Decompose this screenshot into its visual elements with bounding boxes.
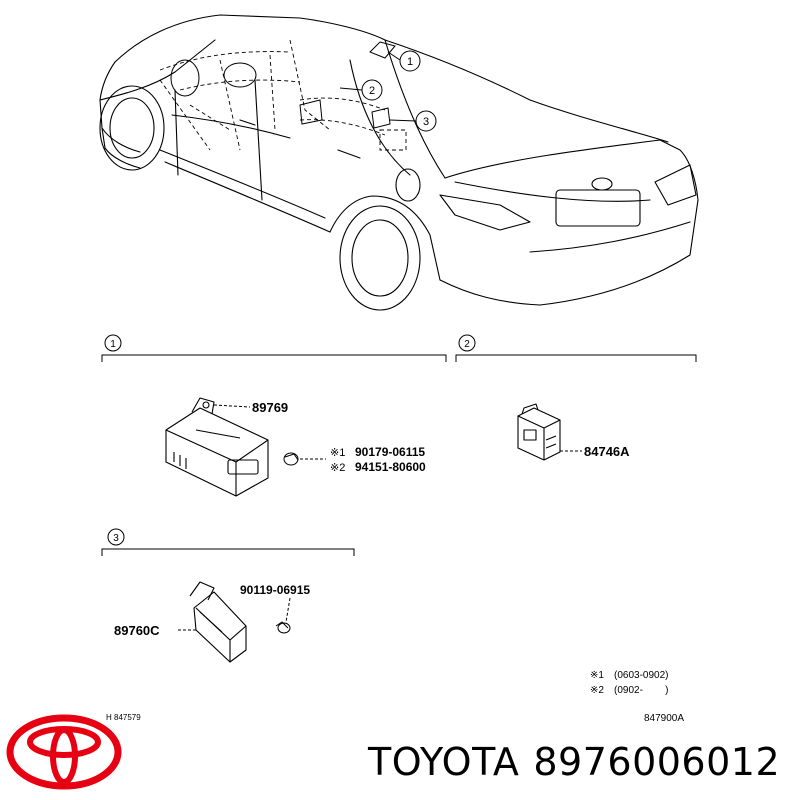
brand-name: TOYOTA	[368, 740, 520, 784]
callout-1: 1	[399, 50, 421, 72]
part-label-90119-06915: 90119-06915	[240, 583, 310, 597]
footer-ref-right: 847900A	[644, 713, 684, 724]
callout-3: 3	[415, 110, 437, 132]
callout-leaders	[339, 51, 417, 122]
module-89760C	[189, 581, 247, 663]
note-1-mark: ※1	[590, 670, 604, 681]
control-module-89769	[165, 397, 269, 497]
bolt-1-mark: ※1	[330, 447, 345, 459]
part-label-90179-06115: 90179-06115	[355, 445, 425, 459]
section-3-leaders	[178, 597, 291, 631]
svg-text:2: 2	[369, 85, 375, 97]
switch-84746A	[517, 403, 561, 461]
toyota-logo	[6, 714, 122, 790]
svg-text:1: 1	[110, 339, 116, 350]
footer-ref-left: H 847579	[106, 713, 141, 722]
part-label-84746A: 84746A	[584, 444, 630, 459]
section-2-label: 2	[458, 334, 476, 352]
bolt-section-1	[283, 452, 299, 466]
car-illustration	[99, 14, 699, 311]
note-1-text: (0603-0902)	[614, 670, 668, 681]
car-cabin-details	[170, 41, 396, 129]
section-1-bracket	[101, 354, 447, 362]
car-interior	[159, 39, 407, 151]
part-label-89769: 89769	[252, 400, 288, 415]
section-3-bracket	[101, 548, 355, 556]
part-label-89760C: 89760C	[114, 623, 160, 638]
section-1-label: 1	[104, 334, 122, 352]
section-2-bracket	[455, 354, 697, 362]
note-2-text: (0902- )	[614, 685, 668, 696]
bolt-2-mark: ※2	[330, 462, 345, 474]
section-3-label: 3	[107, 528, 125, 546]
svg-text:3: 3	[113, 533, 119, 544]
brand-title: TOYOTA 8976006012	[368, 740, 794, 784]
callout-2: 2	[361, 79, 383, 101]
svg-text:3: 3	[423, 116, 429, 128]
bolt-section-3	[275, 621, 291, 634]
section-1-leaders	[213, 404, 326, 460]
svg-text:2: 2	[464, 339, 470, 350]
svg-text:1: 1	[407, 56, 413, 68]
part-label-94151-80600: 94151-80600	[355, 460, 426, 474]
note-2-mark: ※2	[590, 685, 604, 696]
part-number: 8976006012	[533, 740, 781, 784]
